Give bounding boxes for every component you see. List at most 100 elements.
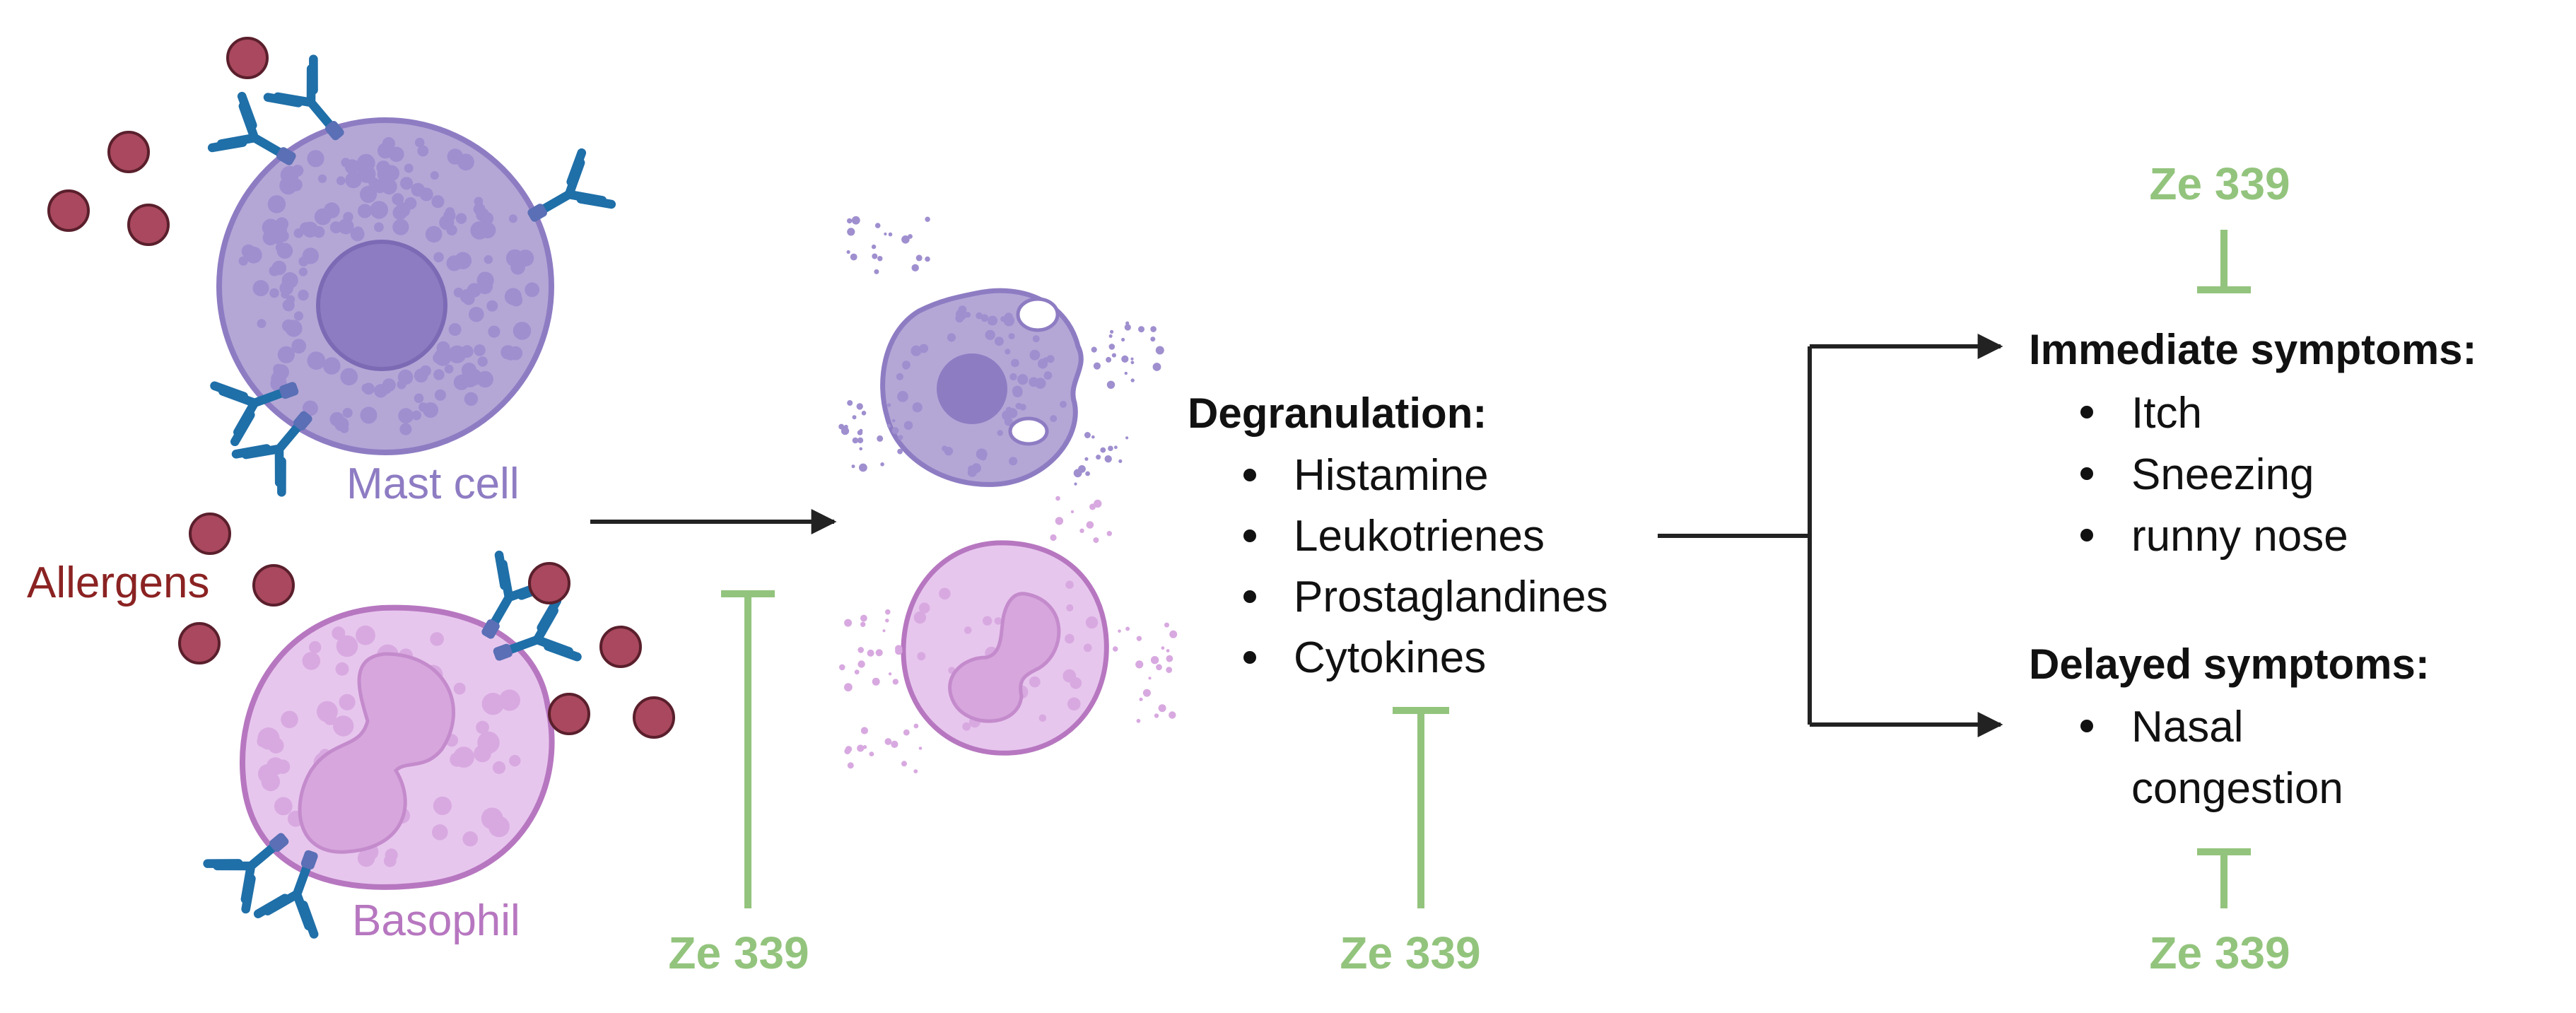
- granule: [314, 208, 332, 226]
- particle: [874, 223, 881, 228]
- granule: [302, 400, 318, 416]
- granule: [261, 772, 281, 792]
- granule: [1011, 358, 1019, 368]
- particle: [850, 253, 857, 261]
- granule: [1029, 349, 1041, 361]
- particle: [1106, 531, 1113, 537]
- particle: [1085, 471, 1090, 476]
- granule: [488, 325, 500, 338]
- particle: [845, 746, 853, 753]
- inhibition-bar-icon: [721, 590, 775, 908]
- granule: [436, 341, 450, 355]
- granule: [481, 693, 504, 715]
- granule: [461, 362, 477, 378]
- particle: [1084, 457, 1089, 461]
- granule: [513, 322, 532, 340]
- immediate-bullets: [2080, 406, 2093, 541]
- particle: [1166, 655, 1173, 662]
- granule: [459, 288, 475, 304]
- particle: [1169, 630, 1178, 638]
- granule: [476, 278, 493, 295]
- granule: [383, 854, 397, 867]
- granule: [252, 280, 269, 297]
- granule: [417, 145, 429, 157]
- particle: [888, 672, 892, 676]
- particle: [847, 762, 854, 769]
- granule: [274, 797, 293, 816]
- granule: [462, 831, 478, 847]
- granule: [498, 689, 521, 711]
- particle: [1130, 361, 1135, 365]
- granule: [505, 249, 524, 267]
- granule: [454, 252, 472, 269]
- granule: [382, 385, 392, 394]
- particle: [1108, 445, 1113, 452]
- particle: [1142, 689, 1151, 697]
- granule: [955, 314, 964, 323]
- granule: [338, 218, 354, 235]
- particle: [886, 403, 891, 407]
- granule: [967, 467, 977, 477]
- granule: [302, 247, 319, 264]
- granule: [509, 754, 521, 767]
- granule: [460, 345, 474, 358]
- granule: [271, 371, 286, 387]
- particle: [891, 427, 899, 434]
- granule: [282, 299, 295, 312]
- particle: [857, 647, 864, 653]
- granule: [432, 824, 448, 841]
- granule: [433, 796, 452, 815]
- granule: [1002, 410, 1012, 421]
- particle: [884, 232, 887, 236]
- granule: [453, 374, 469, 390]
- particle: [1118, 629, 1121, 633]
- granule: [353, 226, 364, 238]
- granule: [988, 315, 998, 326]
- particle: [925, 216, 930, 222]
- particle: [844, 683, 853, 692]
- particle: [877, 435, 884, 442]
- mast-cell-label: Mast cell: [346, 459, 520, 508]
- granule: [307, 351, 326, 370]
- granule: [985, 329, 995, 340]
- delayed-bullet: [2080, 720, 2093, 732]
- particle: [867, 649, 874, 657]
- particle: [1118, 459, 1123, 464]
- particle: [891, 418, 896, 423]
- granule: [939, 587, 951, 600]
- granule: [912, 402, 923, 413]
- granule: [300, 222, 312, 235]
- particle: [847, 400, 853, 406]
- particle: [1135, 660, 1144, 669]
- particle: [1114, 445, 1118, 450]
- granule: [433, 369, 445, 380]
- granule: [469, 307, 484, 322]
- granule: [897, 391, 908, 402]
- granule: [383, 165, 399, 182]
- degranulation-particles-icon: [839, 496, 1178, 773]
- particle: [1150, 656, 1159, 664]
- granule: [1060, 401, 1067, 408]
- granule: [336, 635, 358, 657]
- particle: [847, 218, 853, 224]
- granule: [370, 201, 388, 219]
- granule: [335, 662, 349, 676]
- particle: [859, 463, 867, 472]
- granule: [317, 174, 327, 183]
- branch-arrow-icon: [1658, 334, 2003, 737]
- particle: [1073, 469, 1082, 478]
- granule: [480, 211, 494, 226]
- granule: [404, 163, 414, 173]
- particle: [1074, 482, 1077, 486]
- particle: [877, 256, 883, 262]
- particle: [1084, 432, 1091, 438]
- granule: [339, 693, 356, 710]
- granule: [474, 744, 491, 763]
- particle: [913, 769, 918, 773]
- granule: [374, 222, 384, 233]
- granule: [903, 421, 913, 431]
- granule: [312, 226, 325, 238]
- particle: [843, 424, 848, 429]
- particle: [1124, 371, 1128, 375]
